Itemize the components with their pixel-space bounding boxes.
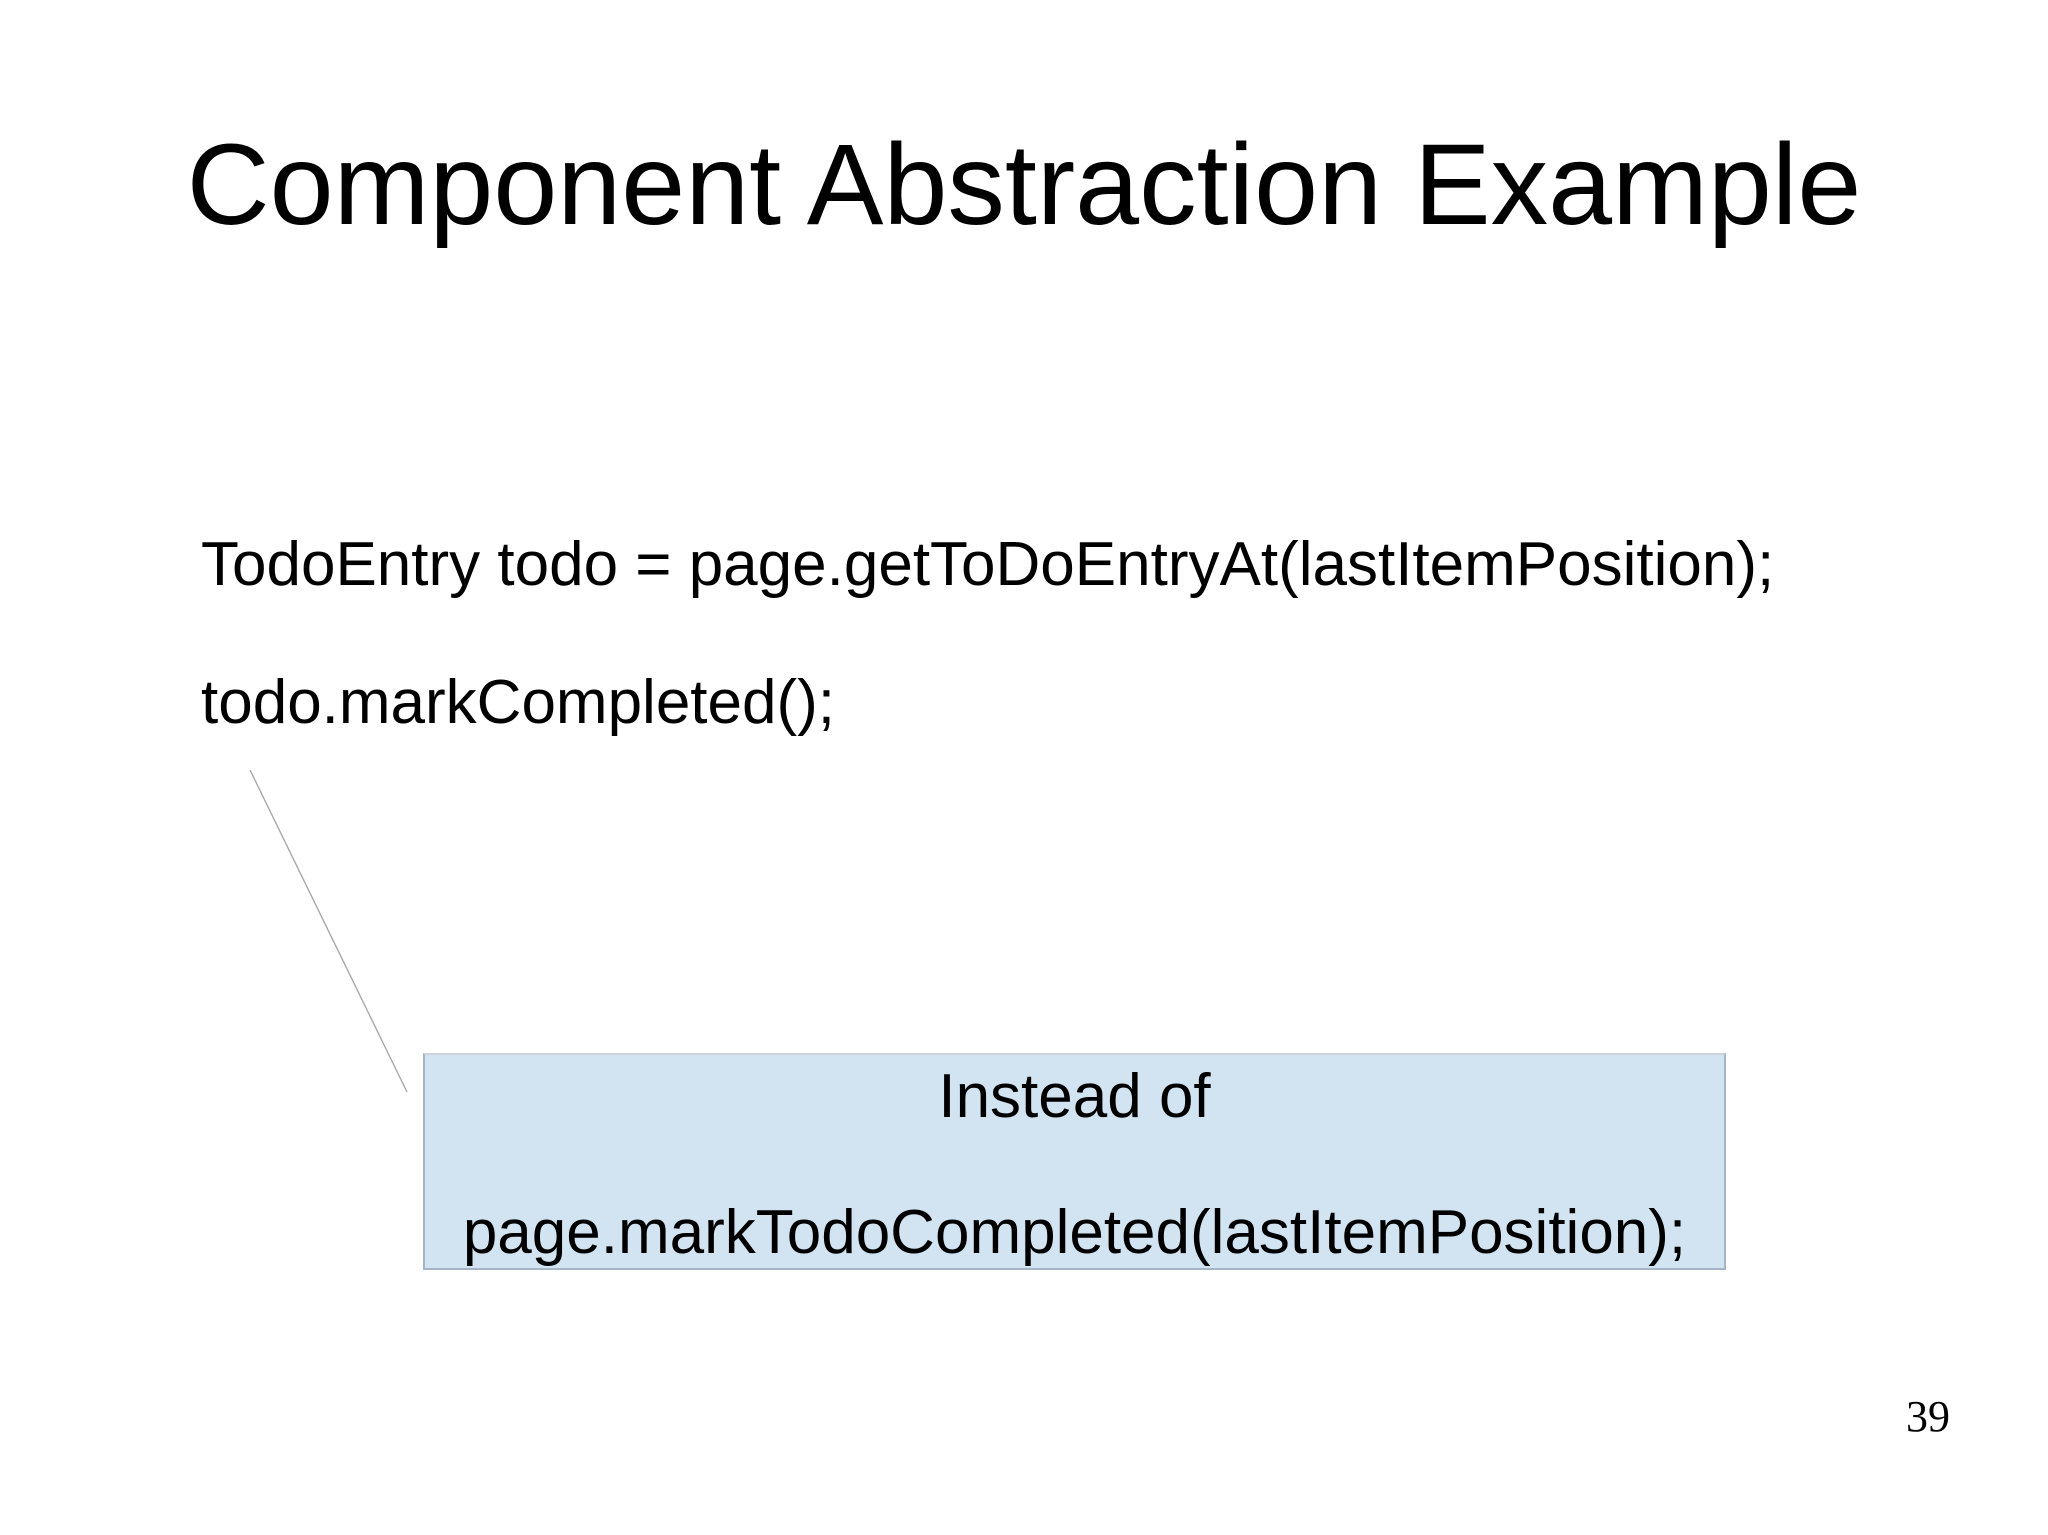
callout-text-instead-of: Instead of — [938, 1062, 1211, 1131]
callout-text-code: page.markTodoCompleted(lastItemPosition)… — [462, 1198, 1687, 1267]
callout-box: Instead of page.markTodoCompleted(lastIt… — [423, 1053, 1726, 1270]
page-number: 39 — [1906, 1392, 1950, 1441]
slide-title: Component Abstraction Example — [186, 121, 1862, 249]
code-line-1: TodoEntry todo = page.getToDoEntryAt(las… — [201, 530, 1775, 599]
code-line-2: todo.markCompleted(); — [201, 668, 836, 737]
